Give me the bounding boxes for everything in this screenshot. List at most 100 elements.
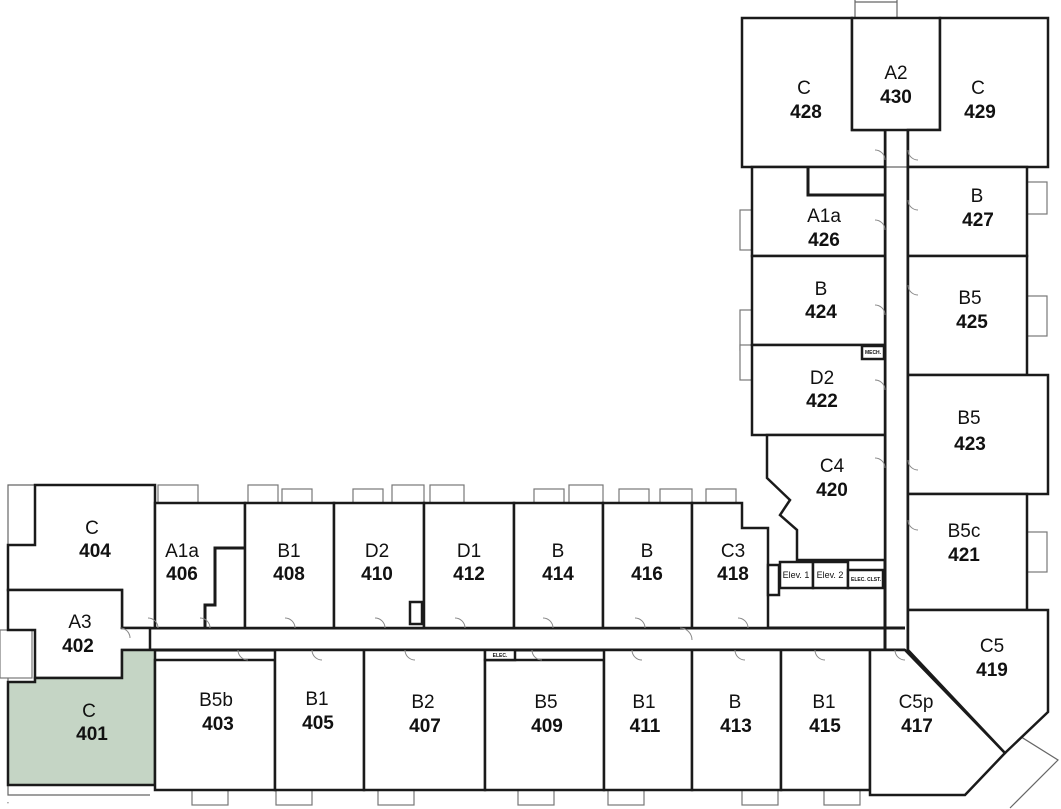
unit-426[interactable]: A1a 426 [750, 165, 887, 258]
unit-number: 404 [79, 541, 111, 562]
unit-type: B5 [958, 288, 981, 309]
unit-number: 411 [630, 716, 661, 737]
door-swings [119, 149, 919, 661]
mech-lower [408, 600, 424, 626]
elevator-1-label: Elev. 1 [783, 570, 810, 580]
unit-430[interactable]: A2 430 [850, 16, 942, 132]
unit-401[interactable]: C 401 [6, 648, 157, 787]
unit-type: B5c [948, 521, 981, 542]
unit-413[interactable]: B 413 [690, 648, 783, 792]
service-core: Elev. 1 Elev. 2 ELEC. CLST. MECH. ELEC. [408, 344, 886, 662]
unit-410[interactable]: D2 410 [332, 501, 426, 630]
unit-type: C5 [980, 636, 1004, 657]
unit-408[interactable]: B1 408 [243, 501, 336, 630]
unit-type: C5p [899, 692, 934, 713]
unit-number: 414 [542, 564, 574, 585]
unit-type: C3 [721, 541, 745, 562]
unit-type: B [971, 186, 984, 207]
elec-closet-label: ELEC. CLST. [851, 577, 882, 583]
unit-type: C [971, 78, 985, 99]
unit-402[interactable]: A3 402 [6, 588, 152, 680]
unit-403[interactable]: B5b 403 [153, 658, 277, 792]
units: C 428 A2 430 C 429 A1a 426 B 427 B 424 [6, 16, 1050, 797]
unit-number: 430 [880, 87, 912, 108]
unit-type: A1a [165, 541, 199, 562]
unit-424[interactable]: B 424 [750, 254, 887, 347]
unit-421[interactable]: B5c 421 [906, 492, 1029, 612]
unit-number: 424 [805, 302, 837, 323]
unit-411[interactable]: B1 411 [602, 648, 694, 792]
unit-number: 417 [901, 716, 933, 737]
unit-type: C [82, 701, 96, 722]
unit-425[interactable]: B5 425 [906, 254, 1029, 377]
unit-type: C [797, 78, 811, 99]
unit-number: 415 [809, 716, 841, 737]
unit-number: 418 [717, 564, 749, 585]
unit-type: B1 [277, 541, 300, 562]
unit-type: B5 [534, 692, 557, 713]
unit-423[interactable]: B5 423 [906, 373, 1050, 496]
unit-number: 429 [964, 102, 996, 123]
unit-414[interactable]: B 414 [512, 501, 605, 630]
unit-type: B [552, 541, 565, 562]
stair [766, 563, 781, 597]
elec-closet [846, 568, 885, 590]
unit-type: B1 [305, 689, 328, 710]
unit-418[interactable]: C3 418 [690, 501, 770, 630]
unit-number: 410 [361, 564, 393, 585]
unit-420[interactable]: C4 420 [765, 433, 887, 562]
mech-upper [860, 344, 886, 361]
unit-number: 422 [806, 391, 838, 412]
unit-type: A2 [884, 63, 907, 84]
elevator-2-label: Elev. 2 [817, 570, 844, 580]
unit-type: A3 [68, 612, 91, 633]
unit-type: B [641, 541, 654, 562]
unit-415[interactable]: B1 415 [779, 648, 872, 792]
unit-number: 426 [808, 230, 840, 251]
unit-number: 421 [948, 545, 980, 566]
unit-number: 419 [976, 660, 1008, 681]
unit-type: C4 [820, 456, 845, 477]
unit-number: 412 [453, 564, 485, 585]
unit-number: 427 [962, 210, 994, 231]
unit-416[interactable]: B 416 [601, 501, 694, 630]
unit-number: 402 [62, 636, 94, 657]
unit-type: B [815, 279, 828, 300]
unit-number: 408 [273, 564, 305, 585]
unit-406[interactable]: A1a 406 [153, 501, 247, 630]
unit-type: B5 [957, 408, 980, 429]
unit-number: 416 [631, 564, 663, 585]
unit-type: B5b [199, 690, 233, 711]
elec-room [483, 648, 517, 662]
unit-427[interactable]: B 427 [906, 165, 1029, 258]
unit-number: 407 [409, 716, 441, 737]
unit-number: 425 [956, 312, 988, 333]
unit-number: 409 [531, 716, 563, 737]
unit-number: 403 [202, 714, 234, 735]
unit-type: D2 [810, 368, 834, 389]
unit-number: 405 [302, 713, 334, 734]
unit-419[interactable]: C5 419 [906, 608, 1050, 755]
unit-412[interactable]: D1 412 [422, 501, 516, 630]
corner-mark: ' [7, 802, 8, 808]
unit-type: A1a [807, 206, 841, 227]
unit-type: B [729, 692, 742, 713]
unit-409[interactable]: B5 409 [483, 658, 606, 792]
unit-417[interactable]: C5p 417 [868, 648, 1007, 797]
unit-type: B2 [411, 692, 434, 713]
unit-405[interactable]: B1 405 [273, 648, 366, 792]
unit-type: B1 [632, 692, 655, 713]
unit-type: B1 [812, 692, 835, 713]
unit-number: 413 [720, 716, 752, 737]
unit-407[interactable]: B2 407 [362, 648, 487, 792]
unit-type: D2 [365, 541, 389, 562]
unit-type: D1 [457, 541, 481, 562]
unit-type: C [85, 518, 99, 539]
mech-upper-label: MECH. [865, 350, 882, 356]
unit-number: 401 [76, 724, 108, 745]
unit-number: 423 [954, 434, 986, 455]
unit-number: 406 [166, 564, 198, 585]
elec-room-label: ELEC. [493, 653, 508, 659]
